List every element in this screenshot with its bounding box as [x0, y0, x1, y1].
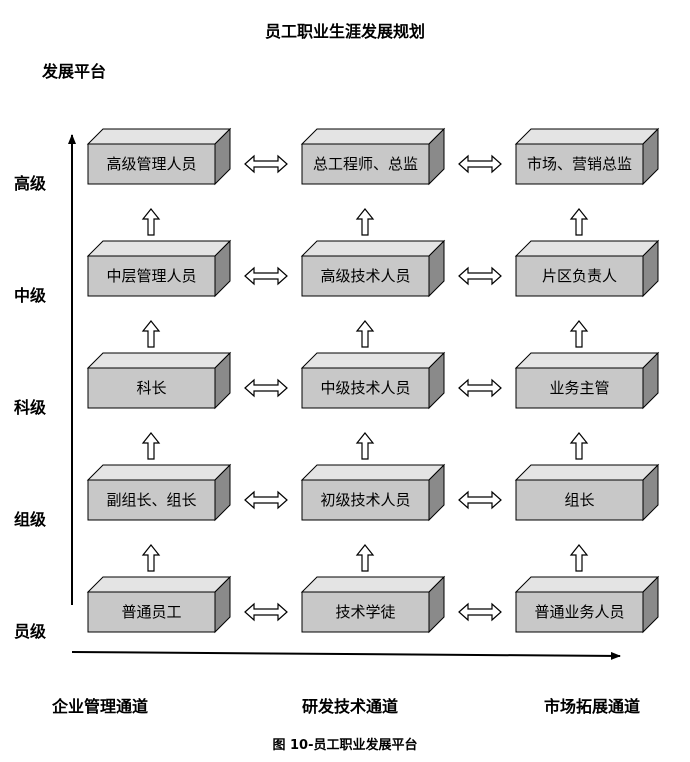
box-front-face	[515, 143, 644, 185]
position-label: 副组长、组长	[106, 491, 196, 509]
channel-label-technology: 研发技术通道	[302, 697, 399, 716]
box-top-face	[300, 240, 446, 257]
position-label: 普通业务人员	[534, 603, 624, 621]
box-front-face	[301, 479, 430, 521]
figure-caption: 图 10-员工职业发展平台	[272, 738, 418, 753]
position-box-market-3: 组长	[514, 463, 660, 522]
page-title: 员工职业生涯发展规划	[264, 22, 425, 41]
box-top-face	[514, 128, 660, 145]
double-arrow-icon-row4-gap0	[244, 602, 288, 622]
box-top-face	[514, 576, 660, 593]
level-label-staff: 员级	[14, 622, 47, 641]
double-arrow-icon-row3-gap0	[244, 490, 288, 510]
box-front-face	[301, 143, 430, 185]
box-front-face	[301, 255, 430, 297]
box-front-face	[87, 479, 216, 521]
position-box-management-3: 副组长、组长	[86, 463, 232, 522]
position-label: 业务主管	[549, 379, 609, 397]
position-label: 普通员工	[121, 603, 181, 621]
box-front-face	[87, 143, 216, 185]
up-arrow-icon-technology-1	[355, 320, 375, 348]
box-top-face	[86, 352, 232, 369]
box-front-face	[87, 255, 216, 297]
channel-label-management: 企业管理通道	[52, 697, 149, 716]
box-top-face	[86, 464, 232, 481]
position-box-technology-2: 中级技术人员	[300, 351, 446, 410]
box-front-face	[515, 591, 644, 633]
box-top-face	[86, 128, 232, 145]
box-front-face	[87, 367, 216, 409]
box-top-face	[514, 464, 660, 481]
channel-label-market: 市场拓展通道	[544, 697, 641, 716]
position-label: 初级技术人员	[320, 491, 410, 509]
up-arrow-icon-technology-0	[355, 208, 375, 236]
up-arrow-icon-market-0	[569, 208, 589, 236]
up-arrow-icon-market-2	[569, 432, 589, 460]
horizontal-axis-arrow	[71, 651, 621, 660]
box-top-face	[86, 240, 232, 257]
position-box-technology-3: 初级技术人员	[300, 463, 446, 522]
platform-label: 发展平台	[42, 62, 107, 81]
double-arrow-icon-row3-gap1	[458, 490, 502, 510]
position-label: 片区负责人	[542, 267, 617, 285]
position-label: 市场、营销总监	[527, 155, 632, 173]
up-arrow-icon-management-0	[141, 208, 161, 236]
position-box-market-1: 片区负责人	[514, 239, 660, 298]
box-top-face	[300, 576, 446, 593]
position-label: 中层管理人员	[106, 267, 196, 285]
position-box-market-0: 市场、营销总监	[514, 127, 660, 186]
position-box-market-2: 业务主管	[514, 351, 660, 410]
level-label-middle: 中级	[14, 286, 47, 305]
position-label: 高级管理人员	[106, 155, 196, 173]
up-arrow-icon-market-1	[569, 320, 589, 348]
position-box-management-4: 普通员工	[86, 575, 232, 634]
box-top-face	[514, 240, 660, 257]
double-arrow-icon-row0-gap0	[244, 154, 288, 174]
up-arrow-icon-market-3	[569, 544, 589, 572]
position-label: 中级技术人员	[320, 379, 410, 397]
box-front-face	[301, 367, 430, 409]
double-arrow-icon-row4-gap1	[458, 602, 502, 622]
position-box-management-1: 中层管理人员	[86, 239, 232, 298]
double-arrow-icon-row2-gap1	[458, 378, 502, 398]
box-front-face	[87, 591, 216, 633]
position-box-market-4: 普通业务人员	[514, 575, 660, 634]
box-top-face	[300, 128, 446, 145]
double-arrow-icon-row2-gap0	[244, 378, 288, 398]
double-arrow-icon-row0-gap1	[458, 154, 502, 174]
box-front-face	[515, 479, 644, 521]
box-top-face	[514, 352, 660, 369]
up-arrow-icon-management-3	[141, 544, 161, 572]
up-arrow-icon-technology-2	[355, 432, 375, 460]
up-arrow-icon-management-2	[141, 432, 161, 460]
double-arrow-icon-row1-gap0	[244, 266, 288, 286]
box-top-face	[300, 464, 446, 481]
box-front-face	[301, 591, 430, 633]
position-box-management-0: 高级管理人员	[86, 127, 232, 186]
level-label-group: 组级	[14, 510, 47, 529]
box-front-face	[515, 255, 644, 297]
position-box-management-2: 科长	[86, 351, 232, 410]
position-label: 组长	[564, 491, 594, 509]
double-arrow-icon-row1-gap1	[458, 266, 502, 286]
box-top-face	[300, 352, 446, 369]
position-box-technology-1: 高级技术人员	[300, 239, 446, 298]
position-label: 科长	[136, 379, 166, 397]
box-top-face	[86, 576, 232, 593]
position-label: 高级技术人员	[320, 267, 410, 285]
level-label-senior: 高级	[14, 174, 47, 193]
position-box-technology-0: 总工程师、总监	[300, 127, 446, 186]
position-box-technology-4: 技术学徒	[300, 575, 446, 634]
box-front-face	[515, 367, 644, 409]
up-arrow-icon-management-1	[141, 320, 161, 348]
up-arrow-icon-technology-3	[355, 544, 375, 572]
position-label: 技术学徒	[335, 603, 395, 621]
level-label-section: 科级	[14, 398, 47, 417]
position-label: 总工程师、总监	[313, 155, 418, 173]
